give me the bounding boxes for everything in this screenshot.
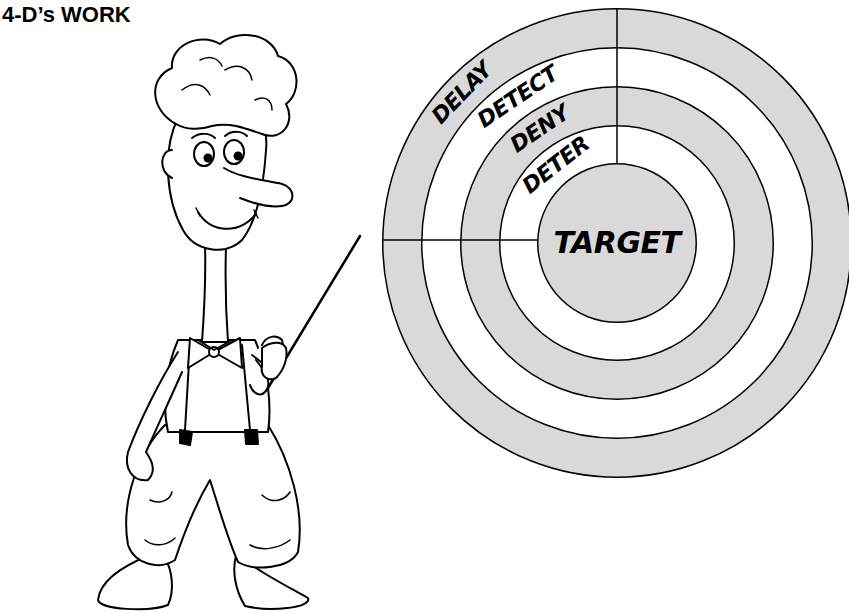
target-ring: TARGETDETER [499, 125, 735, 361]
target-ring: TARGETDETERDENY [460, 86, 774, 400]
ring-circle [422, 48, 813, 439]
ring-circle [383, 9, 849, 478]
ring-circle [461, 87, 774, 400]
target-label: TARGET [553, 228, 680, 258]
ring-circle [538, 164, 697, 323]
ring-circle [500, 126, 735, 361]
target-ring: TARGETDETERDENYDETECTDELAY [382, 8, 849, 478]
diagram-title: 4-D’s WORK [2, 2, 131, 28]
target-ring: TARGETDETERDENYDETECT [421, 47, 813, 439]
target-ring: TARGET [537, 163, 697, 323]
